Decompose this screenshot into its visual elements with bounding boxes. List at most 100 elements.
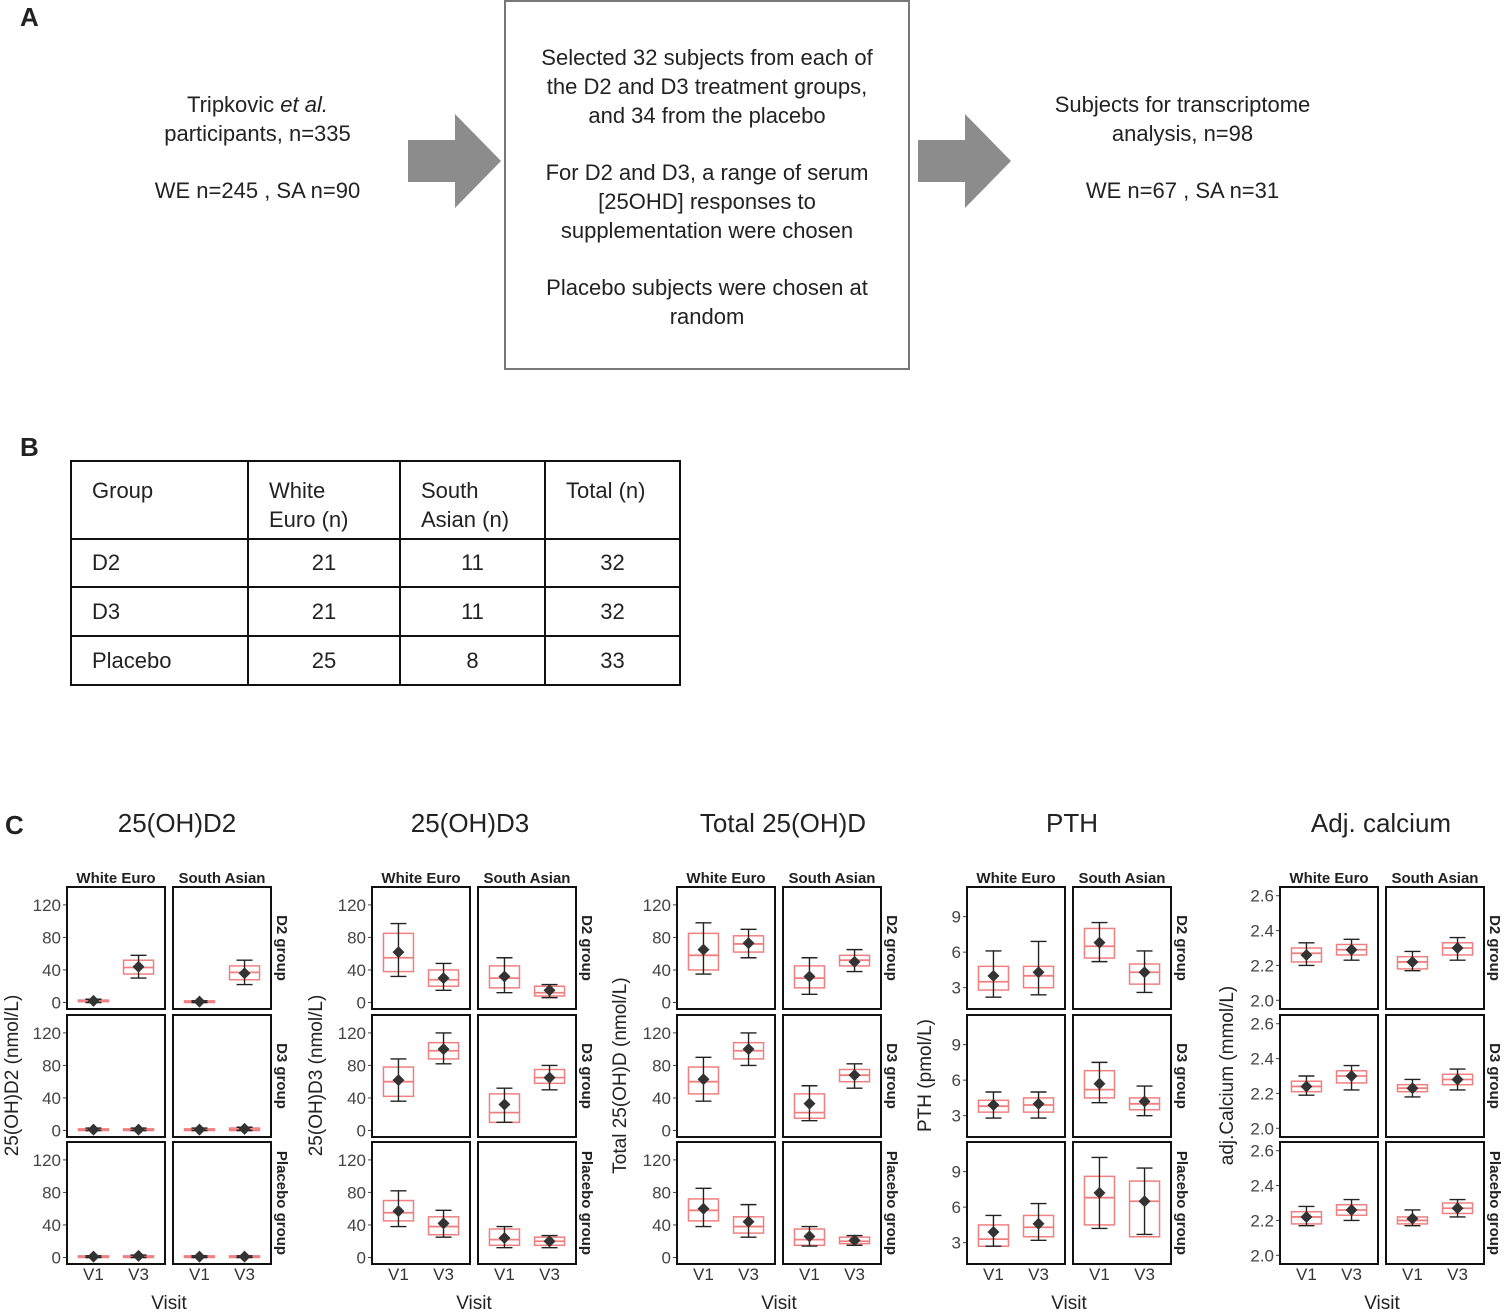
row-total: 32 <box>544 538 681 588</box>
source-line2: participants, n=335 <box>164 121 351 146</box>
x-tick-label: V1 <box>1296 1265 1317 1284</box>
facet-row-label: D3 group <box>1486 1043 1503 1109</box>
mean-point <box>193 1123 206 1136</box>
facet-row-label: Placebo group <box>578 1151 595 1255</box>
mean-point <box>697 1073 710 1086</box>
mean-point <box>1406 955 1419 968</box>
facet-column-label: South Asian <box>789 870 876 887</box>
y-tick-label: 0 <box>52 1248 61 1267</box>
mean-point <box>193 995 206 1008</box>
facet-column-label: White Euro <box>76 870 155 887</box>
chart-title: Adj. calcium <box>1311 808 1451 838</box>
y-tick-label: 80 <box>652 928 671 947</box>
facet-row-label: D3 group <box>273 1043 290 1109</box>
y-tick-label: 120 <box>33 1151 61 1170</box>
mean-point <box>392 946 405 959</box>
facet-row-label: D2 group <box>1173 915 1190 981</box>
facet-frame <box>676 886 776 1010</box>
x-tick-label: V1 <box>1402 1265 1423 1284</box>
y-tick-label: 0 <box>662 1121 671 1140</box>
facet-frame <box>1072 1014 1172 1138</box>
panel-label-c: C <box>5 810 24 840</box>
mean-point <box>803 970 816 983</box>
mean-point <box>697 943 710 956</box>
y-tick-label: 120 <box>33 1024 61 1043</box>
y-axis-label: PTH (pmol/L) <box>915 1019 936 1132</box>
x-tick-label: V1 <box>494 1265 515 1284</box>
y-tick-label: 40 <box>347 1216 366 1235</box>
y-tick-label: 0 <box>662 993 671 1012</box>
flow-arrow-1 <box>408 114 501 208</box>
chart-title: Total 25(OH)D <box>700 808 866 838</box>
mean-point <box>498 970 511 983</box>
y-tick-label: 120 <box>33 896 61 915</box>
row-group: Placebo <box>70 635 249 686</box>
y-tick-label: 2.6 <box>1250 1142 1274 1161</box>
facet-frame <box>966 1141 1066 1265</box>
facet-frame <box>371 1014 471 1138</box>
facet-row-label: D2 group <box>1486 915 1503 981</box>
facet-row-label: Placebo group <box>1486 1151 1503 1255</box>
flow-arrow-2 <box>918 114 1011 208</box>
header-group: Group <box>70 460 249 540</box>
y-tick-label: 6 <box>952 1198 961 1217</box>
y-tick-label: 120 <box>338 1024 366 1043</box>
x-tick-label: V1 <box>1089 1265 1110 1284</box>
y-tick-label: 40 <box>347 1089 366 1108</box>
mean-point <box>437 972 450 985</box>
x-tick-label: V3 <box>433 1265 454 1284</box>
mean-point <box>132 1249 145 1262</box>
facet-frame <box>966 886 1066 1010</box>
transcriptome-line2: analysis, n=98 <box>1111 121 1254 146</box>
facet-frame <box>782 886 882 1010</box>
x-tick-label: V3 <box>844 1265 865 1284</box>
y-tick-label: 0 <box>52 1121 61 1140</box>
x-tick-label: V1 <box>799 1265 820 1284</box>
source-line1-italic: et al. <box>280 92 328 117</box>
x-axis-label: Visit <box>456 1293 492 1313</box>
facet-frame <box>172 1014 272 1138</box>
y-axis-label: 25(OH)D3 (nmol/L) <box>306 995 327 1157</box>
mean-point <box>498 1231 511 1244</box>
y-tick-label: 80 <box>42 1183 61 1202</box>
transcriptome-line3: WE n=67 , SA n=31 <box>1085 178 1280 203</box>
mean-point <box>437 1043 450 1056</box>
facet-row-label: D2 group <box>273 915 290 981</box>
selection-line-1: Selected 32 subjects from each of <box>541 45 873 70</box>
x-tick-label: V3 <box>128 1265 149 1284</box>
mean-point <box>1406 1082 1419 1095</box>
facet-frame <box>66 1014 166 1138</box>
y-tick-label: 0 <box>52 993 61 1012</box>
y-tick-label: 0 <box>662 1248 671 1267</box>
header-white-euro-line2: Euro (n) <box>269 507 349 532</box>
mean-point <box>1093 1186 1106 1199</box>
x-tick-label: V3 <box>234 1265 255 1284</box>
facet-row-label: D2 group <box>883 915 900 981</box>
selection-line-6: supplementation were chosen <box>560 218 854 243</box>
x-axis-label: Visit <box>761 1293 797 1313</box>
header-south-asian-line1: South <box>421 478 479 503</box>
row-group: D2 <box>70 538 249 588</box>
facet-frame <box>66 1141 166 1265</box>
transcriptome-line1: Subjects for transcriptome <box>1054 92 1311 117</box>
y-tick-label: 0 <box>357 993 366 1012</box>
y-axis-label: Total 25(OH)D (nmol/L) <box>610 977 631 1173</box>
mean-point <box>742 937 755 950</box>
y-tick-label: 120 <box>643 896 671 915</box>
facet-frame <box>782 1141 882 1265</box>
facet-frame <box>1072 886 1172 1010</box>
x-tick-label: V1 <box>189 1265 210 1284</box>
y-tick-label: 120 <box>643 1024 671 1043</box>
x-tick-label: V1 <box>693 1265 714 1284</box>
transcriptome-text: Subjects for transcriptome analysis, n=9… <box>1030 90 1335 205</box>
mean-point <box>848 1234 861 1247</box>
facet-frame <box>477 1014 577 1138</box>
y-tick-label: 3 <box>952 1234 961 1253</box>
selection-line-3: and 34 from the placebo <box>588 103 826 128</box>
mean-point <box>437 1217 450 1230</box>
selection-line-2: the D2 and D3 treatment groups, <box>546 74 868 99</box>
mean-point <box>1345 1203 1358 1216</box>
row-south-asian: 11 <box>399 586 546 637</box>
mean-point <box>1138 966 1151 979</box>
